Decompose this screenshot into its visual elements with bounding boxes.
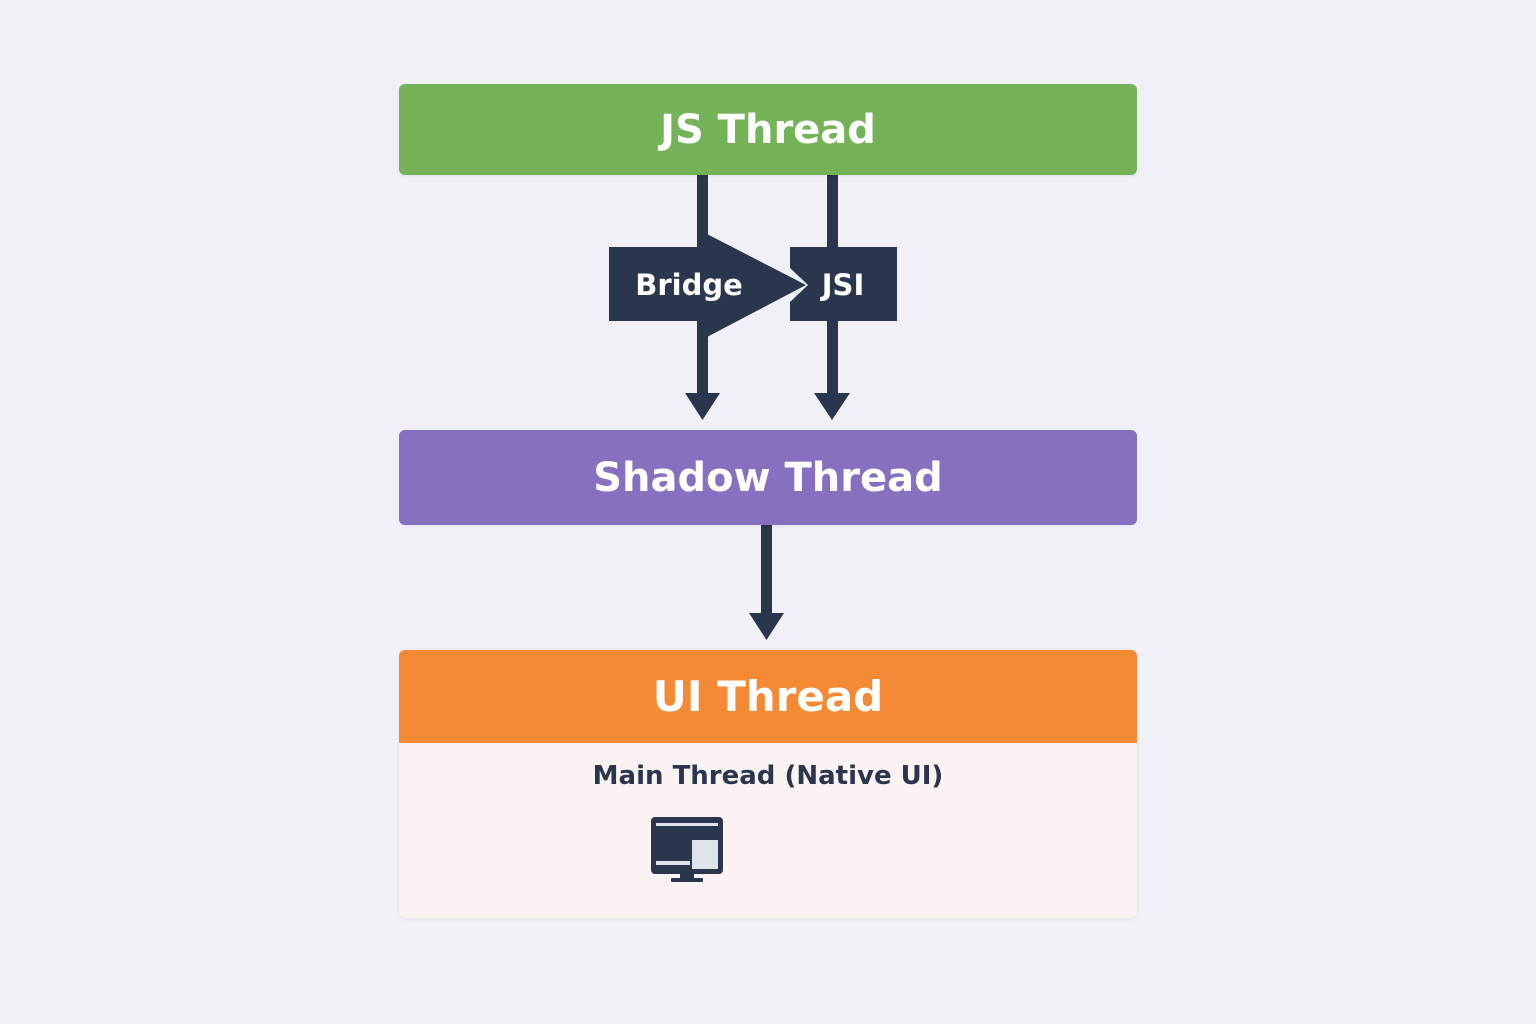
ui-thread-header: UI Thread bbox=[399, 650, 1137, 743]
shadow-to-ui-arrowhead bbox=[749, 613, 784, 640]
monitor-icon bbox=[651, 817, 723, 882]
jsi-box bbox=[790, 247, 897, 321]
js-thread-box: JS Thread bbox=[399, 84, 1137, 175]
shadow-thread-box: Shadow Thread bbox=[399, 430, 1137, 525]
bridge-arrowhead bbox=[685, 393, 720, 420]
bridge-box bbox=[609, 234, 806, 337]
ui-thread-label: UI Thread bbox=[652, 672, 884, 721]
shadow-thread-label: Shadow Thread bbox=[593, 454, 943, 501]
js-thread-label: JS Thread bbox=[660, 106, 876, 153]
bridge-label: Bridge bbox=[635, 268, 743, 302]
ui-thread-subtitle: Main Thread (Native UI) bbox=[592, 761, 944, 791]
jsi-arrowhead bbox=[814, 393, 850, 420]
shadow-to-ui-line bbox=[761, 524, 772, 616]
jsi-label: JSI bbox=[820, 268, 864, 302]
ui-thread-body: Main Thread (Native UI) bbox=[399, 743, 1137, 918]
ui-thread-card: UI Thread Main Thread (Native UI) bbox=[399, 650, 1137, 918]
